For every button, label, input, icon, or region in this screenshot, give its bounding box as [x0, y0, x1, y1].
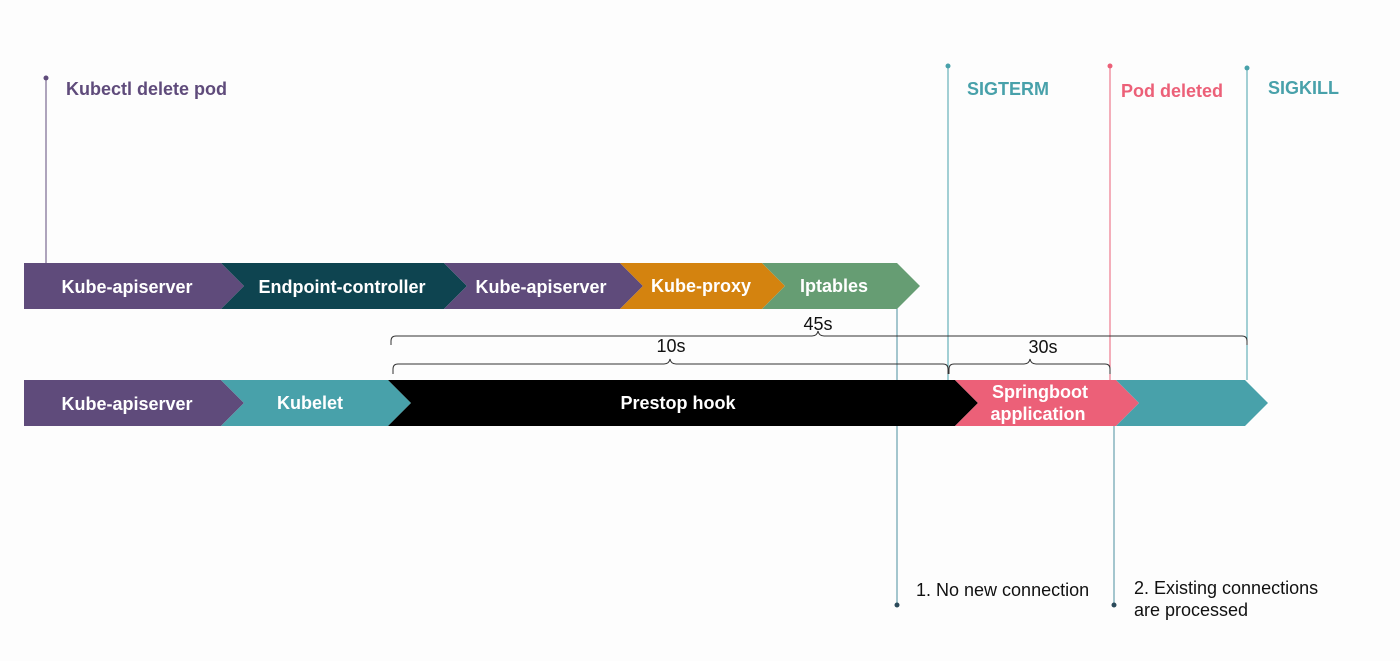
event-sigkill-label: SIGKILL [1268, 78, 1339, 98]
brace-10s [392, 358, 949, 374]
row2-seg3-label: Prestop hook [620, 393, 736, 413]
row1-seg4 [620, 263, 785, 309]
row2-chevrons: Kube-apiserver Kubelet Prestop hook Spri… [24, 380, 1268, 426]
no-new-connection-marker-dot [894, 602, 900, 608]
event-labels: Kubectl delete pod SIGTERM Pod deleted S… [66, 78, 1339, 101]
row1-seg5 [762, 263, 920, 309]
row2-seg4 [955, 380, 1139, 426]
sigterm-marker-dot [945, 63, 951, 69]
row1-seg1 [24, 263, 244, 309]
brace-30s [948, 358, 1111, 374]
row2-seg3 [388, 380, 978, 426]
duration-10s-label: 10s [656, 336, 685, 356]
event-pod-deleted-label: Pod deleted [1121, 81, 1223, 101]
row1-seg4-label: Kube-proxy [651, 276, 751, 296]
note-no-new-connection: 1. No new connection [916, 580, 1089, 600]
duration-braces [390, 330, 1248, 374]
note-existing-connections-line2: are processed [1134, 600, 1248, 620]
row2-seg2-label: Kubelet [277, 393, 343, 413]
row1-seg5-label: Iptables [800, 276, 868, 296]
row2-seg4-label-line2: application [990, 404, 1085, 424]
event-sigterm-label: SIGTERM [967, 79, 1049, 99]
row1-seg2 [221, 263, 467, 309]
row1-seg2-label: Endpoint-controller [259, 277, 426, 297]
event-delete-label: Kubectl delete pod [66, 79, 227, 99]
row1-seg1-label: Kube-apiserver [61, 277, 192, 297]
row1-seg3 [444, 263, 643, 309]
duration-30s-label: 30s [1028, 337, 1057, 357]
notes: 1. No new connection 2. Existing connect… [916, 578, 1318, 620]
row1-seg3-label: Kube-apiserver [475, 277, 606, 297]
pod-deleted-marker-dot [1107, 63, 1113, 69]
row2-seg5 [1116, 380, 1268, 426]
duration-45s-label: 45s [803, 314, 832, 334]
brace-45s [390, 330, 1248, 345]
note-existing-connections-line1: 2. Existing connections [1134, 578, 1318, 598]
row2-seg1-label: Kube-apiserver [61, 394, 192, 414]
row2-seg2 [221, 380, 411, 426]
row1-chevrons: Kube-apiserver Endpoint-controller Kube-… [24, 263, 920, 309]
row2-seg4-label-line1: Springboot [992, 382, 1088, 402]
row2-seg1 [24, 380, 244, 426]
delete-marker-dot [43, 75, 49, 81]
event-markers [43, 63, 1250, 608]
duration-labels: 45s 10s 30s [656, 314, 1057, 357]
sigkill-marker-dot [1244, 65, 1250, 71]
existing-connections-marker-dot [1111, 602, 1117, 608]
